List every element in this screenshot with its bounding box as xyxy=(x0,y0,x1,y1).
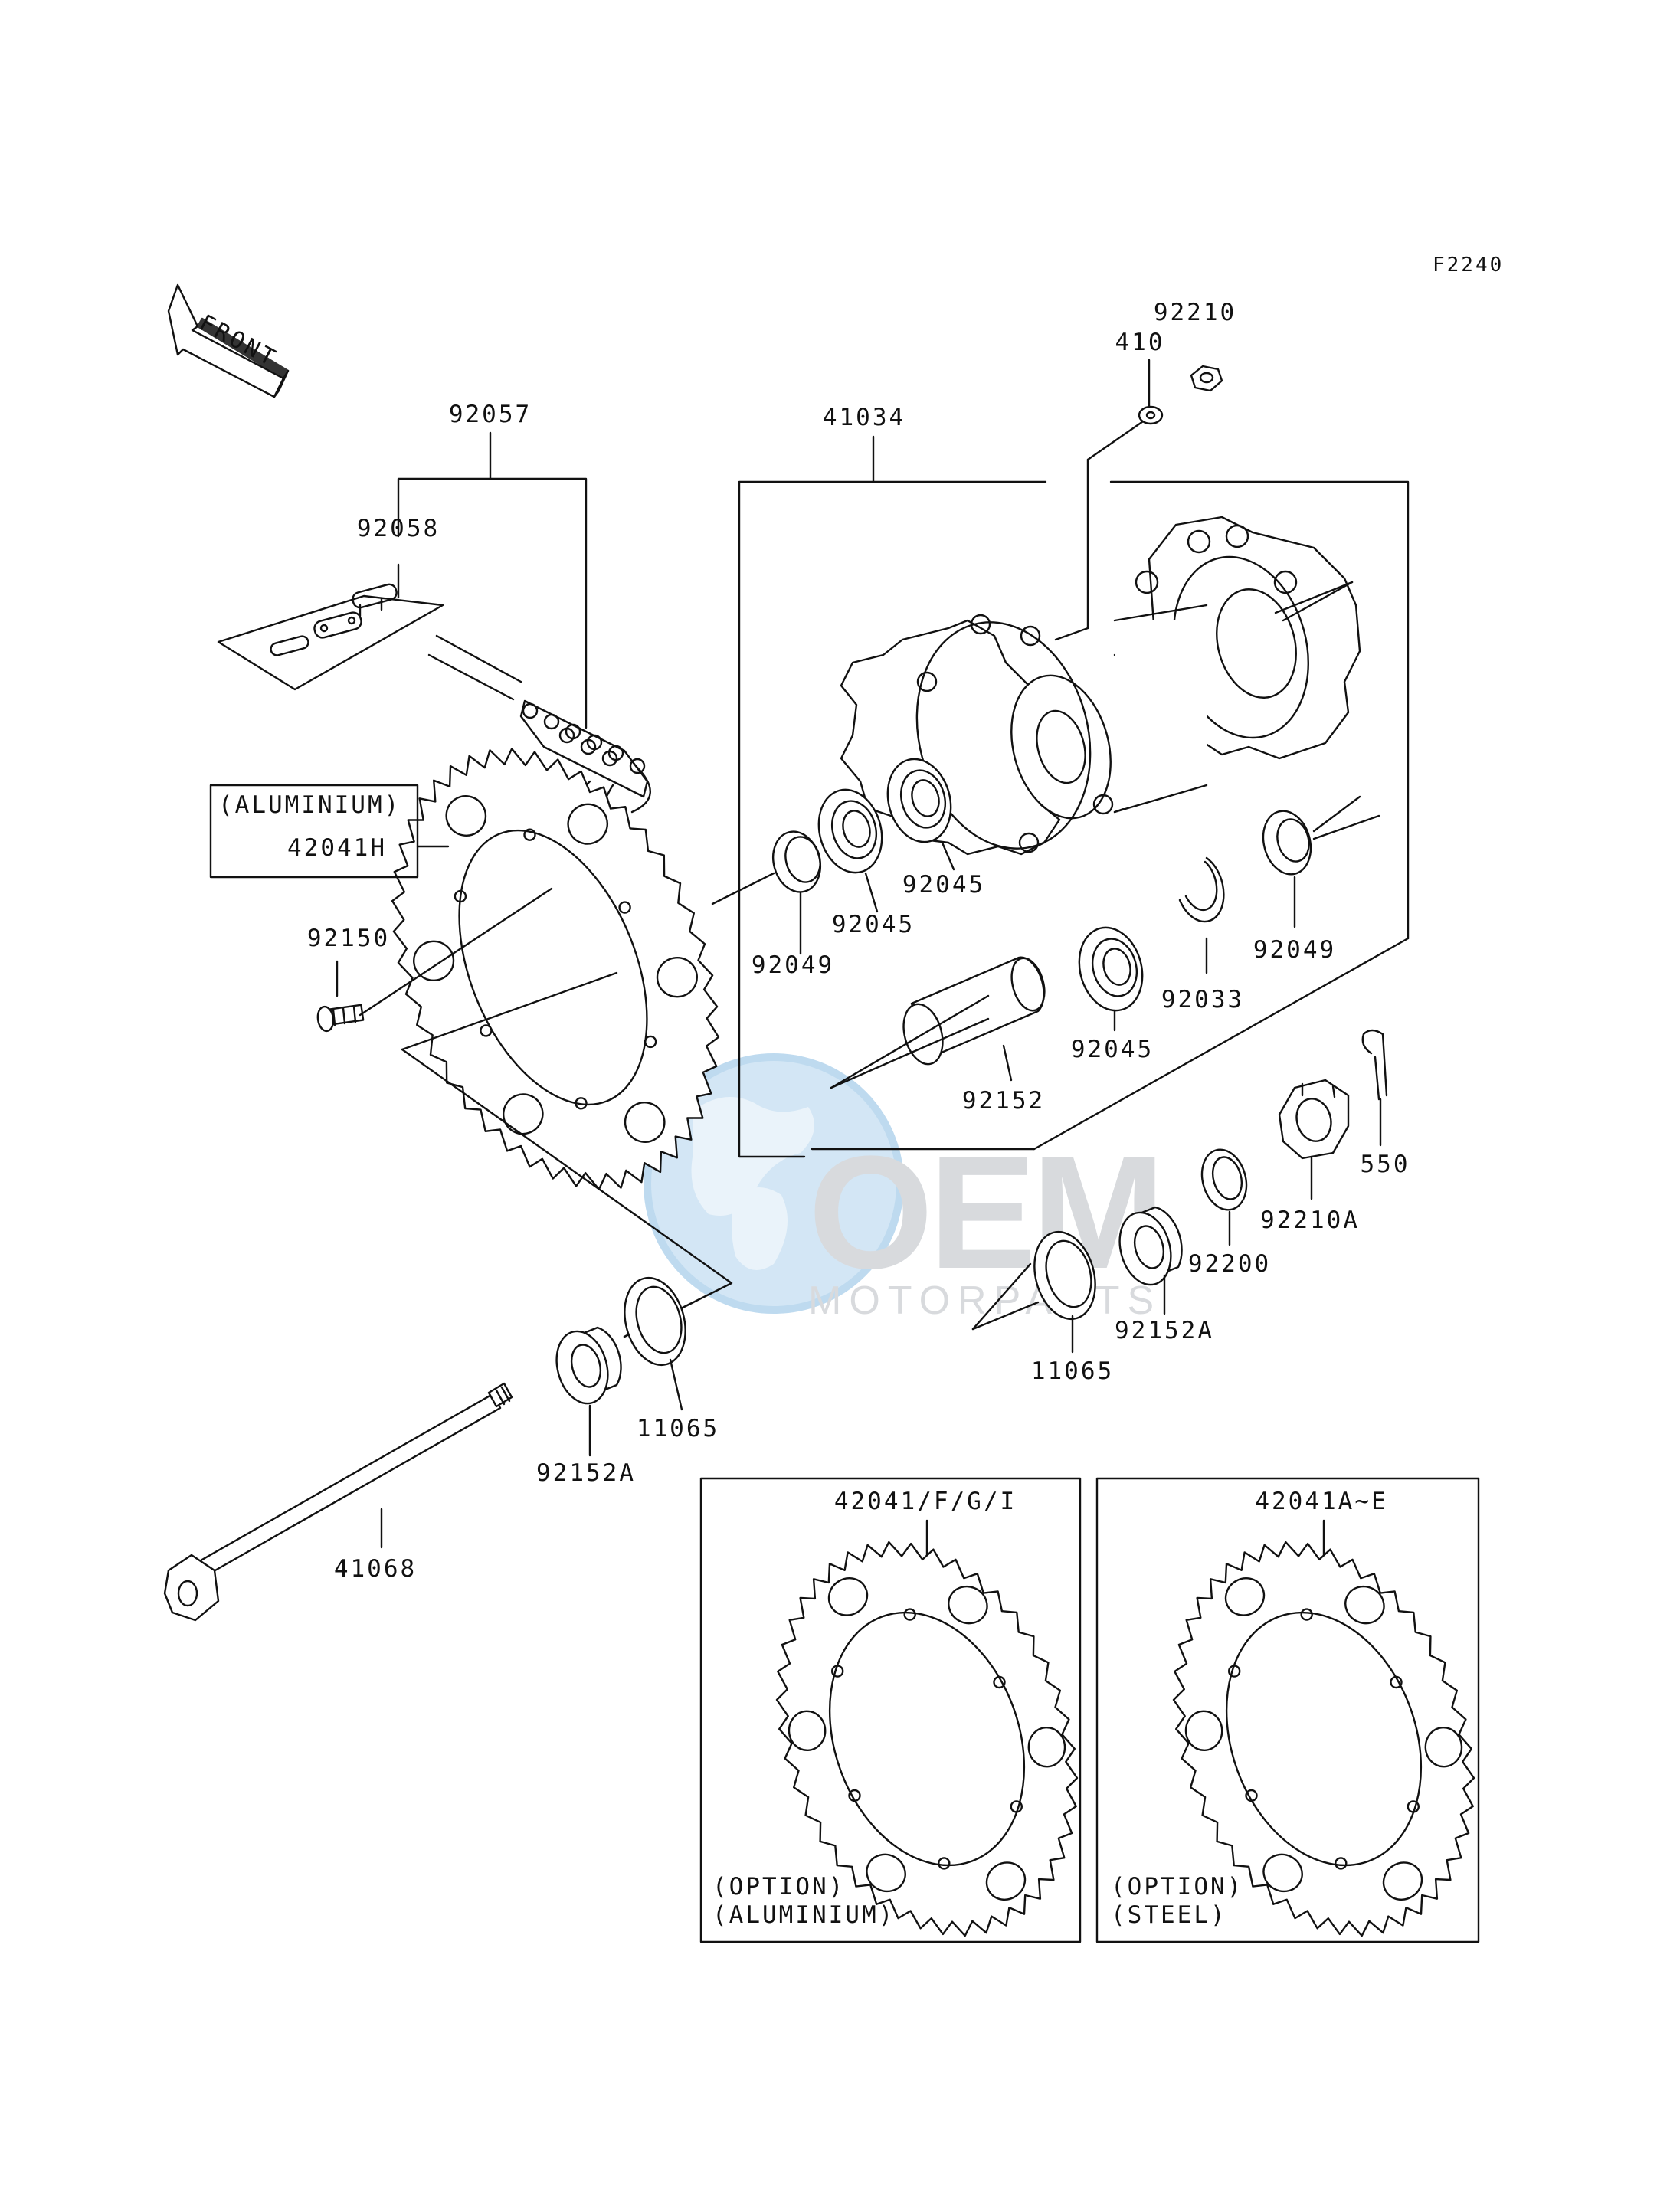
sprocket-bolt-hole xyxy=(993,1675,1006,1689)
sprocket-bolt-hole xyxy=(1335,1857,1348,1870)
bearing-92045-a xyxy=(817,788,883,913)
wheel-hub xyxy=(840,516,1361,856)
sprocket-lightening-hole xyxy=(1382,1861,1423,1901)
sprocket-bolt-hole xyxy=(1245,1789,1258,1802)
cotter-pin-550 xyxy=(1361,1029,1388,1147)
part-label-92150[interactable]: 92150 xyxy=(306,925,391,952)
part-label-92058[interactable]: 92058 xyxy=(356,515,440,542)
part-label-41034[interactable]: 41034 xyxy=(822,404,906,431)
part-label-92045-c[interactable]: 92045 xyxy=(1070,1036,1154,1063)
part-label-92045-a[interactable]: 92045 xyxy=(902,871,986,899)
sprocket-lightening-hole xyxy=(985,1861,1027,1901)
part-label-11065-left[interactable]: 11065 xyxy=(636,1415,720,1442)
bearing-92045-c xyxy=(1078,926,1144,1032)
part-label-92152A-left[interactable]: 92152A xyxy=(536,1459,636,1487)
part-label-92152A-right[interactable]: 92152A xyxy=(1115,1317,1214,1344)
chain-bracket xyxy=(397,431,588,729)
sprocket-lightening-hole xyxy=(866,1853,906,1893)
collar-92152A-right xyxy=(1118,1206,1183,1315)
option-note-1b: (ALUMINIUM) xyxy=(712,1901,896,1929)
axle-41068 xyxy=(163,1382,513,1622)
figure-code: F2240 xyxy=(1433,254,1505,277)
watermark-logo-text: OEM xyxy=(808,1122,1161,1302)
sprocket-lightening-hole xyxy=(948,1585,988,1625)
part-label-11065-right[interactable]: 11065 xyxy=(1030,1357,1115,1385)
sprocket-lightening-hole xyxy=(788,1710,827,1751)
sprocket-bolt-hole xyxy=(848,1789,861,1802)
part-label-92057[interactable]: 92057 xyxy=(448,401,532,428)
sprocket-bolt-hole xyxy=(618,901,631,914)
part-label-410[interactable]: 410 xyxy=(1115,329,1165,356)
oil-seal-92049-right xyxy=(1262,795,1380,928)
part-label-92210A[interactable]: 92210A xyxy=(1260,1207,1360,1234)
option-note-2b: (STEEL) xyxy=(1111,1901,1227,1929)
part-label-92152[interactable]: 92152 xyxy=(961,1087,1046,1115)
hub-assembly-bracket xyxy=(738,435,1410,1158)
spacer-92152 xyxy=(830,956,1046,1089)
sprocket-bolt-hole xyxy=(938,1857,951,1870)
option-note-1a: (OPTION) xyxy=(712,1873,846,1901)
hub-stud-leader xyxy=(1054,418,1147,641)
sprocket-lightening-hole xyxy=(1184,1710,1223,1751)
sprocket-lightening-hole xyxy=(503,1093,544,1135)
front-arrow-icon: FRONT xyxy=(167,283,290,398)
part-label-41068[interactable]: 41068 xyxy=(333,1555,418,1583)
chain-joint-set xyxy=(217,563,444,691)
sprocket-lightening-hole xyxy=(413,940,455,982)
sprocket-bolt-hole xyxy=(523,828,536,841)
rear-sprocket-main xyxy=(391,748,720,1190)
sprocket-lightening-hole xyxy=(1424,1727,1463,1768)
bearing-92045-b xyxy=(886,758,955,871)
nut-92210 xyxy=(1190,365,1223,392)
option-note-2a: (OPTION) xyxy=(1111,1873,1244,1901)
washer-410 xyxy=(1138,405,1164,425)
sprocket-lightening-hole xyxy=(567,803,608,845)
sprocket-bolt-hole xyxy=(454,889,467,903)
option-label-42041A-E[interactable]: 42041A~E xyxy=(1255,1488,1388,1515)
sprocket-bolt-hole xyxy=(1010,1800,1023,1813)
part-label-92200[interactable]: 92200 xyxy=(1187,1250,1272,1278)
seal-11065-right xyxy=(971,1230,1096,1354)
washer-92200 xyxy=(1200,1148,1248,1246)
sprocket-lightening-hole xyxy=(1224,1577,1266,1616)
part-label-92033[interactable]: 92033 xyxy=(1161,986,1245,1013)
part-label-92045-b[interactable]: 92045 xyxy=(831,911,915,938)
sprocket-bolt-hole xyxy=(830,1665,844,1678)
sprocket-bolt-hole xyxy=(1300,1608,1313,1621)
sprocket-bolt-hole xyxy=(1407,1800,1420,1813)
sprocket-bolt-hole xyxy=(903,1608,916,1621)
part-label-550[interactable]: 550 xyxy=(1360,1151,1410,1178)
sprocket-lightening-hole xyxy=(1262,1853,1303,1893)
seal-11065-left xyxy=(624,1276,686,1411)
part-label-92049-left[interactable]: 92049 xyxy=(751,951,835,979)
sprocket-lightening-hole xyxy=(445,795,487,837)
sprocket-lightening-hole xyxy=(827,1577,869,1616)
part-label-92049-right[interactable]: 92049 xyxy=(1253,936,1337,964)
sprocket-bolt-hole xyxy=(1227,1665,1241,1678)
sprocket-lightening-hole xyxy=(624,1102,666,1143)
sprocket-bolt-hole xyxy=(480,1024,493,1037)
option-box-aluminium xyxy=(699,1477,1082,1943)
sprocket-lightening-hole xyxy=(1027,1727,1066,1768)
oil-seal-92049-left xyxy=(711,830,821,955)
aluminium-sprocket-callout-box xyxy=(209,784,450,879)
option-label-42041-FGI[interactable]: 42041/F/G/I xyxy=(833,1488,1017,1515)
part-label-42041H[interactable]: 42041H xyxy=(287,834,387,862)
collar-92152A-left xyxy=(555,1326,622,1457)
circlip-92033 xyxy=(1178,856,1225,974)
sprocket-bolt-hole xyxy=(1390,1675,1403,1689)
part-note-aluminium: (ALUMINIUM) xyxy=(218,791,401,819)
option-box-steel xyxy=(1095,1477,1480,1943)
sprocket-bolt-hole xyxy=(575,1097,588,1110)
part-label-92210[interactable]: 92210 xyxy=(1153,299,1237,326)
sprocket-bolt-hole xyxy=(644,1035,657,1049)
castle-nut-92210A xyxy=(1278,1079,1350,1200)
sprocket-lightening-hole xyxy=(656,956,698,998)
sprocket-bolt-92150 xyxy=(316,887,553,1033)
sprocket-lightening-hole xyxy=(1344,1585,1385,1625)
